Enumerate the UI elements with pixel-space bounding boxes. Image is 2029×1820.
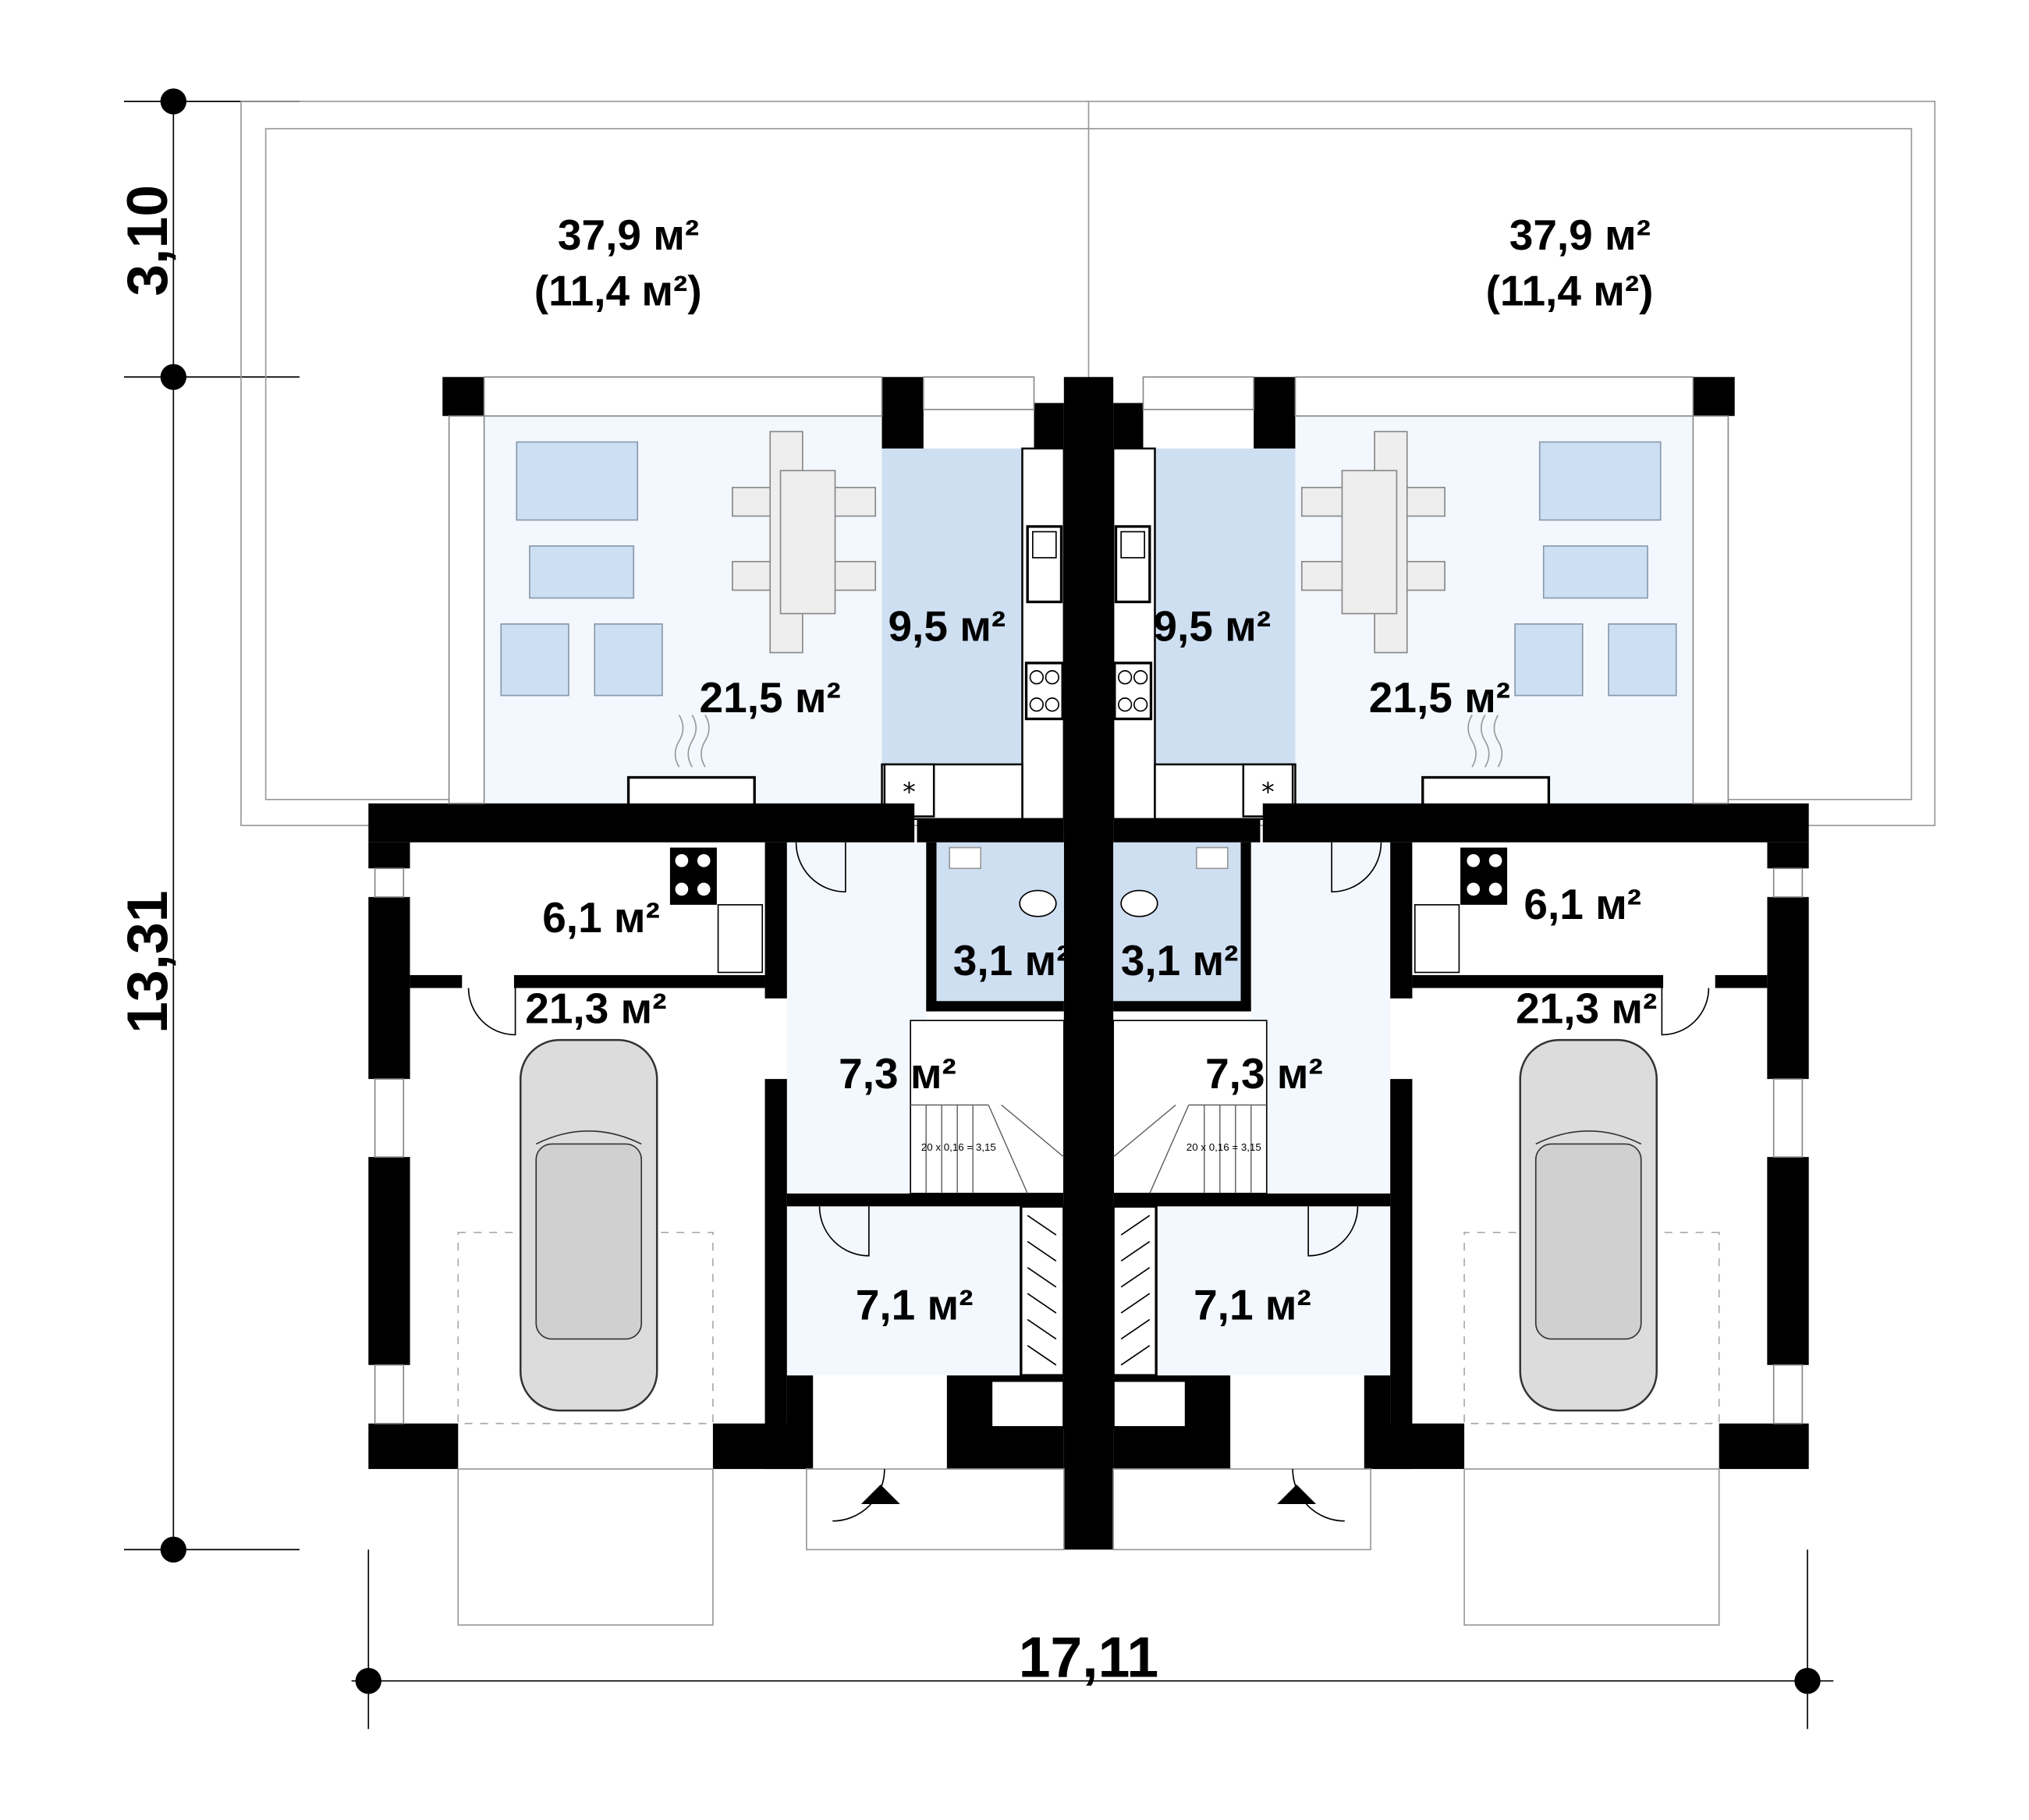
- entrance-porch: [806, 1468, 1065, 1551]
- living-furniture: [500, 441, 663, 697]
- door: [818, 1206, 870, 1257]
- terrace-depth-dimension: 3,10: [115, 185, 179, 296]
- windows: [374, 376, 1035, 1424]
- right-living-area: 21,5 м²: [1369, 673, 1510, 722]
- boiler: [669, 847, 764, 974]
- right-utility-area: 6,1 м²: [1524, 880, 1641, 928]
- toilet: [1019, 889, 1057, 917]
- hob: [1024, 662, 1064, 721]
- dimension-dot: [160, 364, 186, 390]
- right-terrace-area: 37,9 м²: [1509, 211, 1651, 259]
- shoe-cabinet: [989, 1379, 1066, 1429]
- right-hall-area: 7,3 м²: [1205, 1049, 1323, 1098]
- left-stairs-label: 20 x 0,16 = 3,15: [921, 1141, 996, 1153]
- door: [795, 842, 846, 893]
- door: [467, 988, 516, 1036]
- left-terrace-area: 37,9 м²: [558, 211, 699, 259]
- car-icon: [520, 1038, 658, 1412]
- left-bathroom-area: 3,1 м²: [953, 936, 1071, 985]
- right-bathroom-area: 3,1 м²: [1121, 936, 1239, 985]
- dimension-lines: [123, 88, 1834, 1730]
- dimension-dot: [355, 1668, 381, 1694]
- house-width-dimension: 17,11: [1019, 1626, 1158, 1690]
- stairs: [910, 1020, 1065, 1194]
- fire-icon: [674, 715, 710, 768]
- wardrobe: [1020, 1204, 1066, 1377]
- left-living-area: 21,5 м²: [700, 673, 841, 722]
- hall-floor: [786, 842, 927, 1194]
- driveway: [457, 1468, 714, 1626]
- left-utility-area: 6,1 м²: [542, 893, 660, 942]
- dimension-dot: [160, 1536, 186, 1563]
- right-terrace-covered: (11,4 м²): [1486, 267, 1654, 315]
- svg-text:*: *: [903, 777, 916, 807]
- right-garage-area: 21,3 м²: [1516, 984, 1657, 1032]
- washbasin: [949, 846, 982, 870]
- house-depth-dimension: 13,31: [115, 890, 179, 1033]
- door: [832, 1469, 885, 1522]
- unit-geometry: *: [368, 376, 1089, 1626]
- left-hall-area: 7,3 м²: [839, 1049, 956, 1098]
- left-garage-area: 21,3 м²: [525, 984, 666, 1032]
- dimension-dot: [1794, 1668, 1821, 1694]
- vestibule-floor: [786, 1206, 1021, 1376]
- entrance-arrow-icon: [860, 1485, 900, 1505]
- dimension-dot: [160, 88, 186, 115]
- right-vestibule-area: 7,1 м²: [1194, 1280, 1311, 1329]
- kitchen-floor: [881, 448, 1023, 765]
- left-kitchen-area: 9,5 м²: [888, 602, 1006, 651]
- right-kitchen-area: 9,5 м²: [1153, 602, 1271, 651]
- right-unit-geometry: [1087, 375, 1811, 1627]
- right-stairs-label: 20 x 0,16 = 3,15: [1187, 1141, 1261, 1153]
- left-vestibule-area: 7,1 м²: [856, 1280, 974, 1329]
- dining-table: [732, 431, 877, 654]
- left-terrace-covered: (11,4 м²): [534, 267, 702, 315]
